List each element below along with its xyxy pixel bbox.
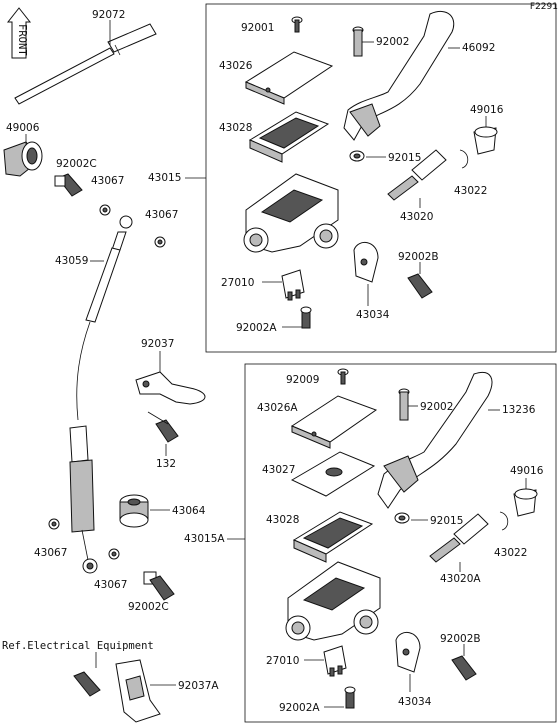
holder-clamp-part-upper [353,242,379,283]
label-92002C-a: 92002C [56,158,97,170]
label-43026: 43026 [219,60,253,72]
front-arrow: FRONT [6,7,32,59]
label-43022-lower: 43022 [494,547,527,559]
label-92002A-lower: 92002A [279,702,320,714]
clutch-lever-part [377,372,493,509]
bolt-132-part [155,419,179,443]
label-49016-upper: 49016 [470,104,504,116]
label-92015-lower: 92015 [430,515,463,527]
label-92002C-b: 92002C [128,601,169,613]
cable-tie-part [14,23,157,105]
label-49006: 49006 [6,122,40,134]
label-92001: 92001 [241,22,274,34]
brake-switch-part-upper [281,269,305,301]
clamp-bolt-part-upper [407,273,433,299]
banjo-bolt-part-b [143,571,175,601]
label-43028: 43028 [219,122,252,134]
upper-assembly-frame [205,3,557,353]
label-43067-b: 43067 [145,209,178,221]
hose-clamp-part [135,371,206,405]
label-43015A: 43015A [184,533,225,545]
holder-clamp-part-lower [395,632,421,673]
label-43022-upper: 43022 [454,185,487,197]
switch-screw-part-lower [344,686,356,709]
label-13236: 13236 [502,404,536,416]
ref-electrical-note: Ref.Electrical Equipment [2,640,154,652]
label-49016-lower: 49016 [510,465,544,477]
brake-lever-part [343,10,455,141]
dust-boot-part-upper [473,126,498,155]
grommet-part [119,494,149,528]
clamp-bolt-part-lower [451,655,477,681]
plate-part-lower [290,451,376,497]
label-43027: 43027 [262,464,295,476]
label-43028-lower: 43028 [266,514,299,526]
label-92037A: 92037A [178,680,219,692]
master-cylinder-body-lower [285,561,381,641]
dust-boot-part-lower [513,488,538,517]
front-label: FRONT [16,24,28,56]
cap-screw-part-upper [291,16,303,33]
brake-hose-part [69,215,133,574]
cap-screw-part-lower [337,368,349,385]
label-43026A: 43026A [257,402,298,414]
banjo-bolt-part-a [54,173,83,197]
switch-bracket-part [73,659,161,723]
label-92002-lower: 92002 [420,401,453,413]
label-92009: 92009 [286,374,319,386]
figure-id: F2291 [530,2,558,12]
label-43034-lower: 43034 [398,696,432,708]
label-92037: 92037 [141,338,174,350]
reservoir-cap-part-upper [244,51,334,105]
master-cylinder-body-upper [243,173,339,253]
pivot-bolt-part-upper [352,26,364,57]
label-43034-upper: 43034 [356,309,390,321]
reservoir-cap-part-lower [290,395,378,449]
label-43067-a: 43067 [91,175,124,187]
label-27010-upper: 27010 [221,277,254,289]
label-43020: 43020 [400,211,433,223]
clutch-switch-part-lower [323,645,347,677]
piston-kit-part-lower [429,513,489,563]
nut-part-upper [349,150,365,162]
diaphragm-part-lower [292,511,374,563]
piston-kit-part-upper [387,149,447,201]
pivot-bolt-part-lower [398,388,410,421]
label-43015: 43015 [148,172,181,184]
circlip-part-upper [459,149,469,169]
label-92002-upper: 92002 [376,36,409,48]
grip-cap-part [3,141,43,177]
label-92002B-upper: 92002B [398,251,439,263]
nut-part-lower [394,512,410,524]
switch-screw-part-upper [300,306,312,329]
lower-assembly-frame [244,363,557,723]
label-132: 132 [156,458,176,470]
label-92002A-upper: 92002A [236,322,277,334]
label-43020A: 43020A [440,573,481,585]
label-92015-upper: 92015 [388,152,421,164]
label-43067-d: 43067 [94,579,127,591]
label-46092: 46092 [462,42,495,54]
label-43059: 43059 [55,255,88,267]
diaphragm-part-upper [248,111,330,163]
label-43067-c: 43067 [34,547,67,559]
label-92002B-lower: 92002B [440,633,481,645]
circlip-part-lower [499,511,509,531]
label-27010-lower: 27010 [266,655,299,667]
label-43064: 43064 [172,505,206,517]
label-92072: 92072 [92,9,125,21]
